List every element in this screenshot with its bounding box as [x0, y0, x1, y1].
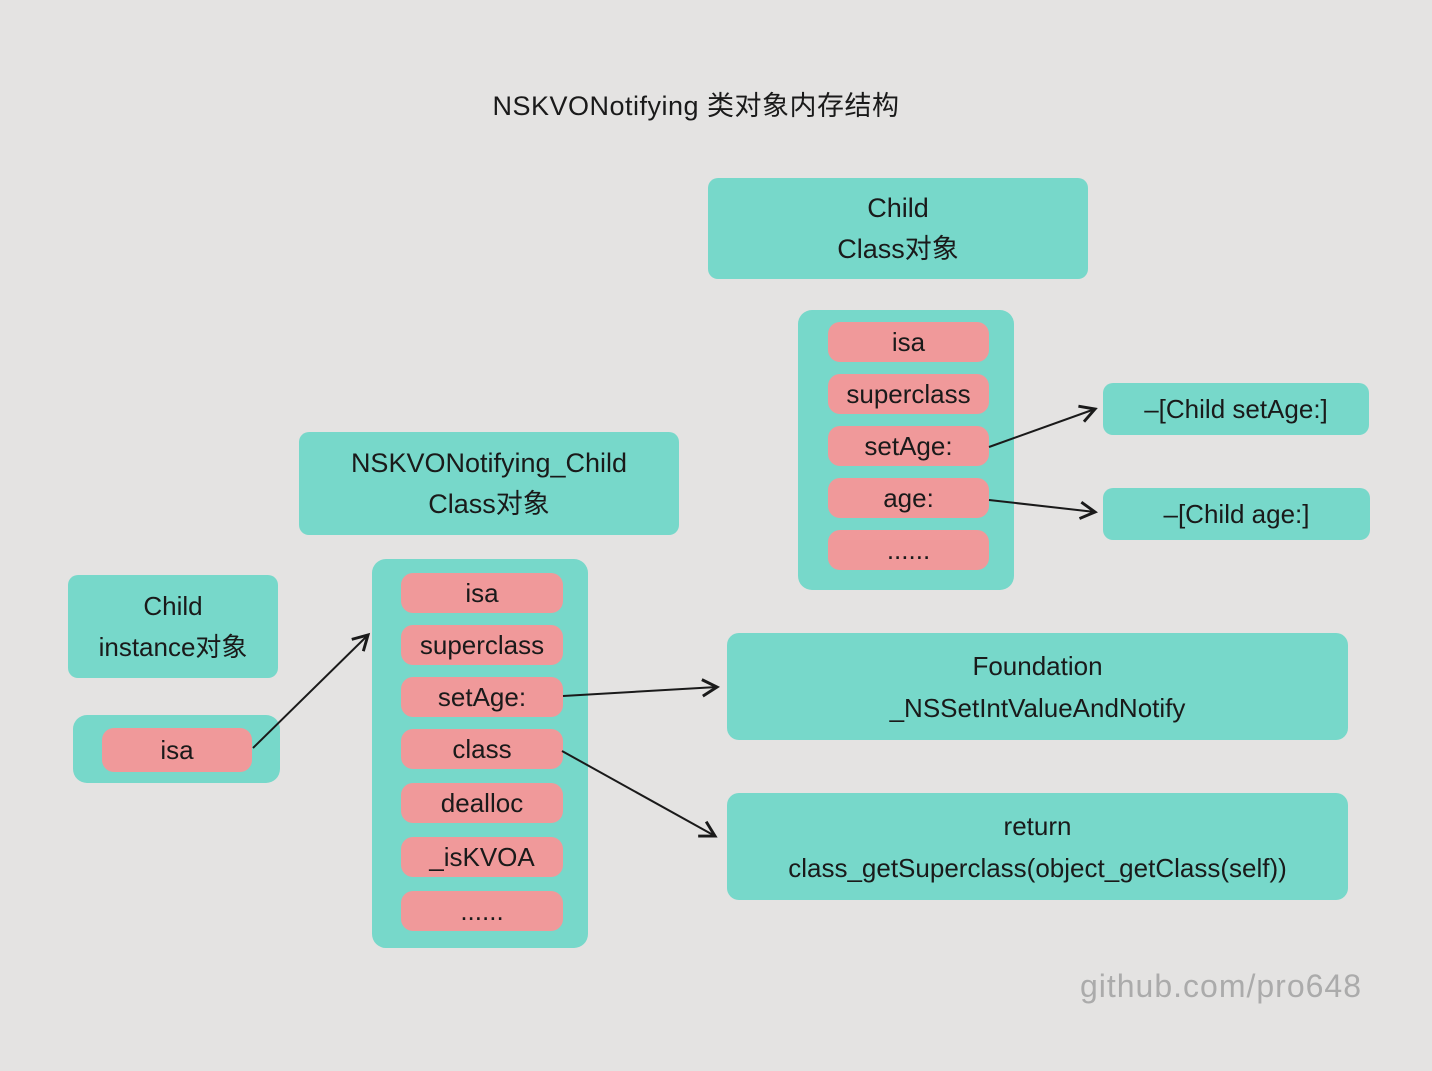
nskvo-row-setage: setAge:	[401, 677, 563, 717]
nskvo-child-header-line1: NSKVONotifying_Child	[350, 447, 628, 478]
nskvo-child-header-box: NSKVONotifying_Child Class对象	[299, 432, 679, 535]
child-class-row-age: age:	[828, 478, 989, 518]
child-class-header-line2: Class对象	[837, 233, 959, 264]
child-class-row-superclass: superclass	[828, 374, 989, 414]
child-instance-members-container: isa	[73, 715, 280, 783]
child-instance-header-line2: instance对象	[98, 631, 248, 662]
foundation-box: Foundation _NSSetIntValueAndNotify	[727, 633, 1348, 740]
foundation-box-line1: Foundation	[972, 650, 1103, 681]
diagram-title: NSKVONotifying 类对象内存结构	[492, 91, 900, 121]
nskvo-child-header-line2: Class对象	[428, 488, 550, 519]
child-instance-row-isa: isa	[102, 728, 252, 772]
nskvo-row-dealloc: dealloc	[401, 783, 563, 823]
method-box-age: –[Child age:]	[1103, 488, 1370, 540]
nskvo-child-members-container: isa superclass setAge: class dealloc _is…	[372, 559, 588, 948]
nskvo-row-class: class	[401, 729, 563, 769]
return-superclass-box: return class_getSuperclass(object_getCla…	[727, 793, 1348, 900]
nskvo-row-iskvoa: _isKVOA	[401, 837, 563, 877]
method-box-setage: –[Child setAge:]	[1103, 383, 1369, 435]
nskvo-row-superclass: superclass	[401, 625, 563, 665]
return-box-line1: return	[1003, 810, 1072, 841]
child-class-header-line1: Child	[867, 192, 929, 223]
return-box-line2: class_getSuperclass(object_getClass(self…	[788, 852, 1287, 883]
child-class-row-isa: isa	[828, 322, 989, 362]
child-class-row-ellipsis: ......	[828, 530, 989, 570]
watermark-text: github.com/pro648	[1079, 968, 1362, 1004]
nskvo-row-ellipsis: ......	[401, 891, 563, 931]
child-instance-header-line1: Child	[143, 590, 203, 621]
foundation-box-line2: _NSSetIntValueAndNotify	[889, 692, 1186, 723]
child-class-members-container: isa superclass setAge: age: ......	[798, 310, 1014, 590]
child-class-row-setage: setAge:	[828, 426, 989, 466]
child-class-header-box: Child Class对象	[708, 178, 1088, 279]
child-instance-header-box: Child instance对象	[68, 575, 278, 678]
nskvo-row-isa: isa	[401, 573, 563, 613]
